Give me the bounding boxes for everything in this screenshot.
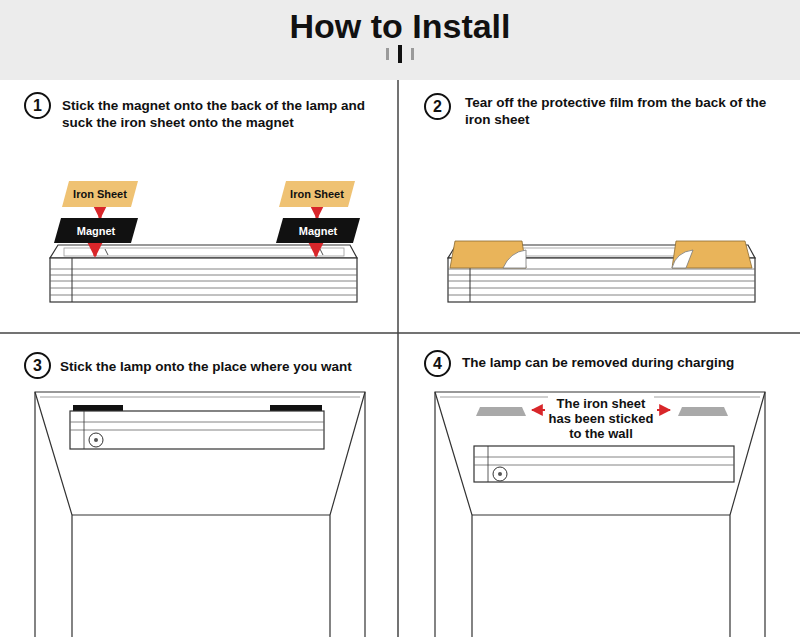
lamp bbox=[70, 411, 324, 449]
door-frame bbox=[435, 392, 765, 637]
wall-iron-sheet bbox=[476, 407, 526, 416]
step-instruction: Stick the magnet onto the back of the la… bbox=[62, 97, 394, 131]
door-frame bbox=[72, 514, 330, 515]
lamp-stripe bbox=[70, 430, 324, 431]
motion-sensor bbox=[493, 467, 507, 481]
lamp-end-cap bbox=[84, 411, 85, 449]
iron-sheet-film bbox=[672, 241, 752, 268]
magnet-part: Magnet bbox=[276, 218, 360, 243]
iron-sheet-film bbox=[450, 241, 526, 268]
step-number: 1 bbox=[24, 92, 51, 119]
panel-divider bbox=[397, 80, 399, 637]
red-arrow bbox=[316, 207, 319, 218]
door-frame bbox=[435, 392, 472, 637]
step-number: 2 bbox=[424, 93, 451, 120]
part-name: Iron Sheet bbox=[73, 188, 127, 200]
wall-iron-sheet bbox=[678, 407, 728, 416]
part-name: Magnet bbox=[77, 225, 116, 237]
step-digit: 3 bbox=[33, 357, 42, 375]
lamp-end-cap bbox=[488, 446, 489, 482]
door-frame bbox=[330, 392, 365, 637]
step-number: 4 bbox=[424, 350, 451, 377]
iron-sheet-part: Iron Sheet bbox=[62, 181, 138, 207]
part-name: Magnet bbox=[299, 225, 338, 237]
step-number: 3 bbox=[24, 352, 51, 379]
lamp-stripe bbox=[474, 465, 734, 466]
parallelogram-fill bbox=[276, 218, 360, 243]
red-arrow bbox=[532, 409, 545, 411]
title-band bbox=[0, 0, 800, 80]
page-title: How to Install bbox=[0, 6, 800, 46]
door-frame bbox=[40, 397, 360, 398]
parallelogram-fill bbox=[54, 218, 138, 243]
red-arrow bbox=[315, 243, 318, 256]
door-frame bbox=[730, 392, 765, 637]
red-arrow bbox=[94, 243, 97, 256]
red-arrow bbox=[657, 409, 670, 411]
parallelogram-fill bbox=[62, 181, 138, 207]
motion-sensor bbox=[94, 438, 98, 442]
title-mark bbox=[386, 48, 389, 60]
magnet-strip bbox=[73, 405, 123, 411]
panel-divider bbox=[0, 332, 800, 334]
magnet-part: Magnet bbox=[54, 218, 138, 243]
door-frame bbox=[35, 392, 365, 637]
step-digit: 4 bbox=[433, 355, 442, 373]
step-instruction: The lamp can be removed during charging bbox=[462, 354, 796, 371]
title-mark bbox=[411, 48, 414, 60]
step-instruction: Tear off the protective film from the ba… bbox=[465, 94, 795, 128]
lamp-stripe bbox=[70, 422, 324, 423]
parallelogram-fill bbox=[279, 181, 355, 207]
lamp bbox=[474, 446, 734, 482]
step-digit: 1 bbox=[33, 97, 42, 115]
peeled-film bbox=[672, 250, 693, 268]
magnet-strip bbox=[270, 405, 322, 411]
part-name: Iron Sheet bbox=[290, 188, 344, 200]
title-mark bbox=[398, 45, 402, 63]
motion-sensor bbox=[89, 433, 103, 447]
step-digit: 2 bbox=[433, 98, 442, 116]
iron-sheet-part: Iron Sheet bbox=[279, 181, 355, 207]
red-arrow bbox=[99, 207, 102, 218]
peeled-film bbox=[503, 250, 526, 268]
door-frame bbox=[35, 392, 72, 637]
step-instruction: Stick the lamp onto the place where you … bbox=[60, 358, 396, 375]
motion-sensor bbox=[498, 472, 502, 476]
callout-note: The iron sheet has been sticked to the w… bbox=[548, 396, 654, 441]
door-frame bbox=[472, 514, 730, 515]
lamp-stripe bbox=[474, 457, 734, 458]
